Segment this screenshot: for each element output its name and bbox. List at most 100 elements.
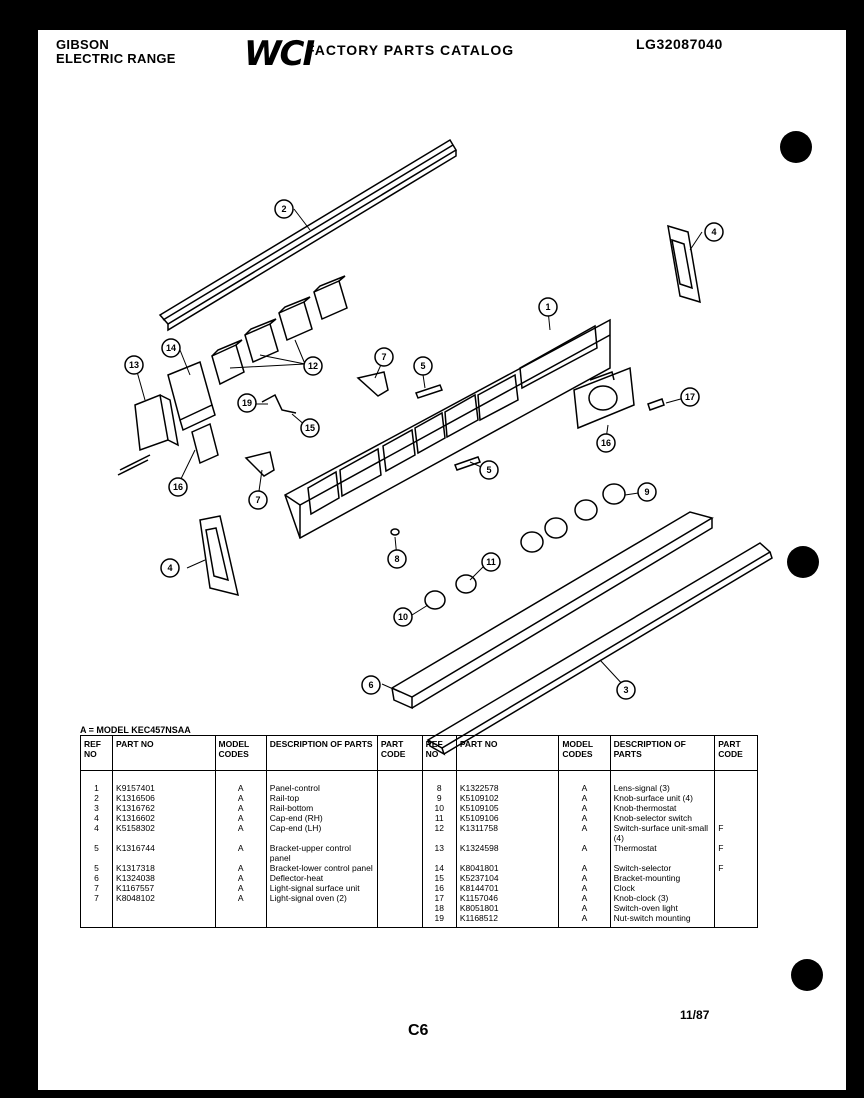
callout-4-left: 4 bbox=[160, 558, 180, 578]
catalog-title: FACTORY PARTS CATALOG bbox=[306, 42, 515, 58]
cell-part: K1316506 bbox=[112, 793, 216, 803]
svg-text:12: 12 bbox=[308, 361, 318, 371]
callout-9: 9 bbox=[637, 482, 657, 502]
upper-bracket-part bbox=[415, 384, 443, 399]
cell-desc: Light-signal oven (2) bbox=[265, 893, 378, 903]
thermostat-part bbox=[117, 393, 179, 476]
cell-part: K1317318 bbox=[112, 863, 216, 873]
cell-model: A bbox=[558, 843, 611, 863]
clock-knob-part bbox=[647, 398, 665, 411]
cell-ref bbox=[79, 913, 114, 928]
cell-code bbox=[714, 803, 758, 813]
cell-code bbox=[714, 903, 758, 913]
cell-part bbox=[112, 913, 216, 928]
cell-model: A bbox=[558, 863, 611, 873]
col-description: DESCRIPTION OF PARTS bbox=[265, 735, 378, 771]
cell-model: A bbox=[214, 793, 267, 803]
col-part-code: PART CODE bbox=[376, 735, 423, 771]
cell-code: F bbox=[714, 843, 758, 863]
cell-code bbox=[376, 823, 423, 843]
cell-desc: Cap-end (RH) bbox=[265, 813, 378, 823]
cell-ref: 5 bbox=[79, 843, 114, 863]
binder-hole-icon bbox=[791, 959, 823, 991]
cell-ref: 14 bbox=[421, 863, 457, 873]
cell-desc: Cap-end (LH) bbox=[265, 823, 378, 843]
cell-part: K1157046 bbox=[455, 893, 560, 903]
cell-ref: 13 bbox=[421, 843, 457, 863]
cell-ref: 7 bbox=[79, 893, 114, 903]
cell-code: F bbox=[714, 823, 758, 843]
callout-14: 14 bbox=[161, 338, 181, 358]
top-rail-part bbox=[158, 138, 458, 332]
callout-1: 1 bbox=[538, 297, 558, 317]
brand-line-2: ELECTRIC RANGE bbox=[56, 51, 176, 66]
cell-model: A bbox=[214, 873, 267, 883]
svg-text:7: 7 bbox=[255, 495, 260, 505]
cell-model: A bbox=[214, 843, 267, 863]
signal-light-part bbox=[244, 451, 275, 477]
cell-part: K1316602 bbox=[112, 813, 216, 823]
catalog-date: 11/87 bbox=[680, 1008, 710, 1022]
parts-table: REF NO PART NO MODEL CODES DESCRIPTION O… bbox=[79, 735, 758, 928]
cell-part: K1322578 bbox=[455, 770, 560, 793]
cell-desc bbox=[265, 913, 378, 928]
cell-code bbox=[714, 913, 758, 928]
cell-part: K5109105 bbox=[455, 803, 560, 813]
svg-text:5: 5 bbox=[420, 361, 425, 371]
exploded-parts-diagram: 2 4 14 12 13 1 7 5 16 17 19 15 7 5 16 4 … bbox=[117, 138, 773, 756]
cell-code bbox=[376, 873, 423, 883]
cell-part: K1168512 bbox=[455, 913, 560, 928]
cell-code bbox=[376, 883, 423, 893]
cell-code bbox=[714, 883, 758, 893]
cell-ref: 12 bbox=[421, 823, 457, 843]
svg-text:16: 16 bbox=[173, 482, 183, 492]
bottom-rail-part bbox=[426, 542, 773, 756]
cell-model: A bbox=[558, 803, 611, 813]
selector-switch-part bbox=[167, 360, 216, 432]
svg-text:9: 9 bbox=[644, 487, 649, 497]
callout-12: 12 bbox=[303, 356, 323, 376]
callout-16-bracket: 16 bbox=[168, 477, 188, 497]
cell-model: A bbox=[558, 893, 611, 903]
svg-text:4: 4 bbox=[711, 227, 716, 237]
callout-10: 10 bbox=[393, 607, 413, 627]
svg-text:4: 4 bbox=[167, 563, 172, 573]
parts-table-header: REF NO PART NO MODEL CODES DESCRIPTION O… bbox=[79, 735, 758, 771]
cell-model: A bbox=[558, 770, 611, 793]
cell-model: A bbox=[214, 813, 267, 823]
cell-ref: 11 bbox=[421, 813, 457, 823]
callout-5-top: 5 bbox=[413, 356, 433, 376]
cell-ref: 6 bbox=[79, 873, 114, 883]
cell-desc: Bracket-lower control panel bbox=[265, 863, 378, 873]
cell-ref: 4 bbox=[79, 813, 114, 823]
callout-7-bottom: 7 bbox=[248, 490, 268, 510]
cell-ref: 15 bbox=[421, 873, 457, 883]
clock-part bbox=[573, 366, 635, 430]
svg-text:16: 16 bbox=[601, 438, 611, 448]
end-cap-right-part bbox=[667, 224, 701, 304]
cell-part: K8144701 bbox=[455, 883, 560, 893]
svg-text:2: 2 bbox=[281, 204, 286, 214]
cell-ref: 7 bbox=[79, 883, 114, 893]
cell-code bbox=[714, 873, 758, 883]
callout-8: 8 bbox=[387, 549, 407, 569]
callout-4-right: 4 bbox=[704, 222, 724, 242]
col-description: DESCRIPTION OF PARTS bbox=[609, 735, 716, 771]
cell-part: K1324038 bbox=[112, 873, 216, 883]
cell-model bbox=[214, 903, 267, 913]
heat-deflector-part bbox=[390, 511, 714, 710]
cell-desc: Knob-thermostat bbox=[609, 803, 716, 813]
cell-desc: Rail-bottom bbox=[265, 803, 378, 813]
cell-ref: 17 bbox=[421, 893, 457, 903]
svg-text:19: 19 bbox=[242, 398, 252, 408]
cell-model: A bbox=[558, 903, 611, 913]
cell-code bbox=[376, 913, 423, 928]
cell-code bbox=[376, 813, 423, 823]
cell-ref: 3 bbox=[79, 803, 114, 813]
cell-desc: Switch-selector bbox=[609, 863, 716, 873]
